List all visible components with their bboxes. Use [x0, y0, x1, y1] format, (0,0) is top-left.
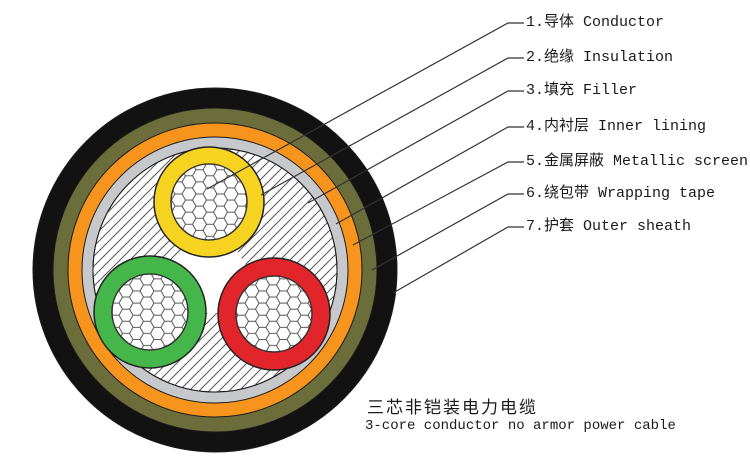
leader-lines — [206, 22, 524, 294]
core-green — [93, 255, 207, 369]
layer-label-outer-sheath: 7.护套 Outer sheath — [526, 218, 692, 235]
layer-label-insulation: 2.绝缘 Insulation — [526, 49, 674, 66]
caption-chinese: 三芯非铠装电力电缆 — [367, 400, 538, 419]
layer-label-conductor: 1.导体 Conductor — [526, 14, 665, 31]
leader-line-metallic-screen — [352, 161, 524, 246]
leader-line-conductor — [206, 22, 524, 190]
core-yellow-conductor-mesh — [170, 163, 248, 241]
layer-label-filler: 3.填充 Filler — [526, 82, 638, 99]
core-red-conductor-mesh — [235, 275, 313, 353]
core-green-conductor-mesh — [111, 273, 189, 351]
caption-english: 3-core conductor no armor power cable — [365, 418, 676, 434]
leader-line-outer-sheath — [392, 226, 524, 294]
core-yellow — [153, 146, 265, 258]
leader-line-filler — [307, 90, 524, 204]
leader-line-wrapping-tape — [371, 193, 524, 271]
layer-label-wrapping-tape: 6.绕包带 Wrapping tape — [526, 185, 716, 202]
layer-label-inner-lining: 4.内衬层 Inner lining — [526, 118, 707, 135]
layer-label-metallic-screen: 5.金属屏蔽 Metallic screen — [526, 153, 749, 170]
core-red — [217, 257, 331, 371]
leader-line-insulation — [260, 57, 524, 196]
leader-line-inner-lining — [335, 126, 524, 225]
